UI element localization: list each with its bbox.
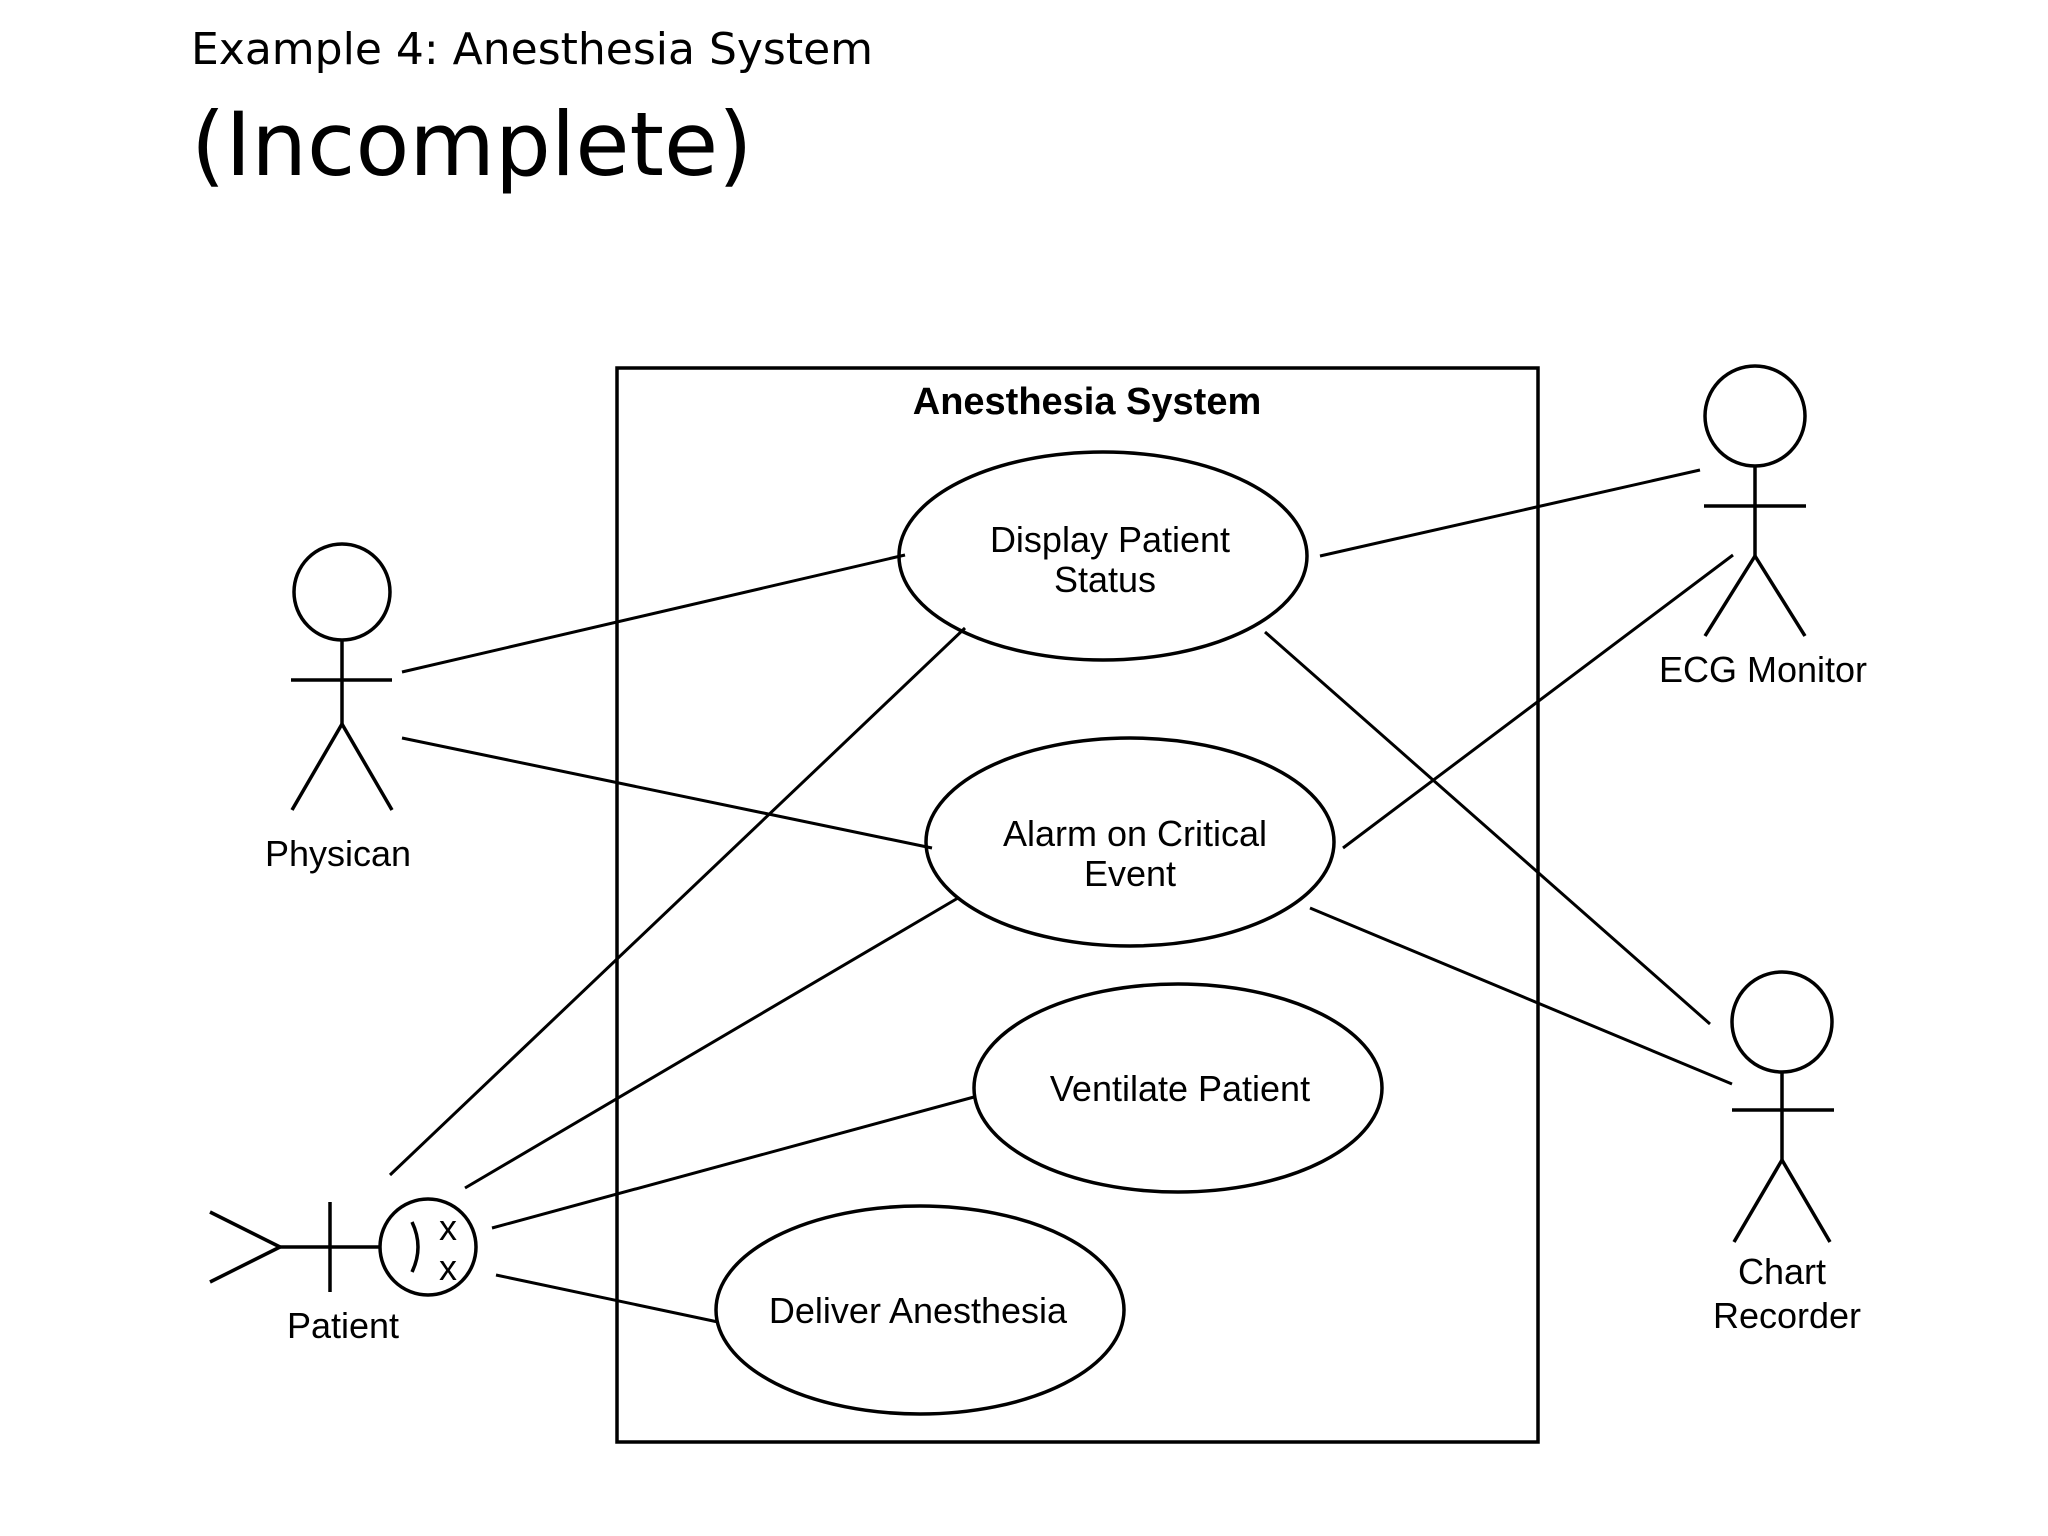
svg-text:Status: Status bbox=[1054, 559, 1156, 600]
actor-ecg-monitor: ECG Monitor bbox=[1659, 364, 1867, 690]
svg-text:Event: Event bbox=[1084, 853, 1176, 894]
association-chart-display bbox=[1264, 630, 1711, 1026]
system-boundary bbox=[615, 366, 1540, 1444]
svg-text:ECG Monitor: ECG Monitor bbox=[1659, 649, 1867, 690]
svg-text:Recorder: Recorder bbox=[1713, 1295, 1861, 1336]
use-case-alarm-on-critical-event: Alarm on Critical Event bbox=[924, 736, 1336, 948]
association-ecg-display bbox=[1319, 468, 1701, 558]
association-patient-ventilate bbox=[491, 1095, 975, 1230]
association-physician-alarm bbox=[401, 736, 933, 850]
actor-patient: x x Patient bbox=[209, 1197, 478, 1346]
use-case-display-patient-status: Display Patient Status bbox=[897, 450, 1309, 662]
svg-text:Alarm on Critical: Alarm on Critical bbox=[1003, 813, 1267, 854]
svg-text:Display Patient: Display Patient bbox=[990, 519, 1230, 560]
system-title: Anesthesia System bbox=[913, 381, 1262, 423]
association-patient-deliver bbox=[495, 1273, 719, 1324]
actor-chart-recorder: Chart Recorder bbox=[1713, 970, 1861, 1336]
association-patient-display bbox=[388, 626, 967, 1177]
patient-face-mark: x bbox=[439, 1247, 457, 1288]
slide-subtitle: Example 4: Anesthesia System bbox=[191, 24, 874, 75]
association-chart-alarm bbox=[1309, 906, 1733, 1086]
svg-text:Patient: Patient bbox=[287, 1305, 399, 1346]
svg-text:Chart: Chart bbox=[1738, 1251, 1826, 1292]
slide-title: (Incomplete) bbox=[191, 93, 753, 196]
patient-face-mark: x bbox=[439, 1207, 457, 1248]
svg-text:Ventilate Patient: Ventilate Patient bbox=[1050, 1068, 1310, 1109]
svg-text:Deliver Anesthesia: Deliver Anesthesia bbox=[769, 1290, 1068, 1331]
association-physician-display bbox=[401, 553, 906, 674]
use-case-deliver-anesthesia: Deliver Anesthesia bbox=[714, 1204, 1126, 1416]
use-case-ventilate-patient: Ventilate Patient bbox=[972, 982, 1384, 1194]
svg-text:Physican: Physican bbox=[265, 833, 411, 874]
association-patient-alarm bbox=[464, 896, 959, 1190]
actor-physician: Physican bbox=[265, 542, 411, 874]
